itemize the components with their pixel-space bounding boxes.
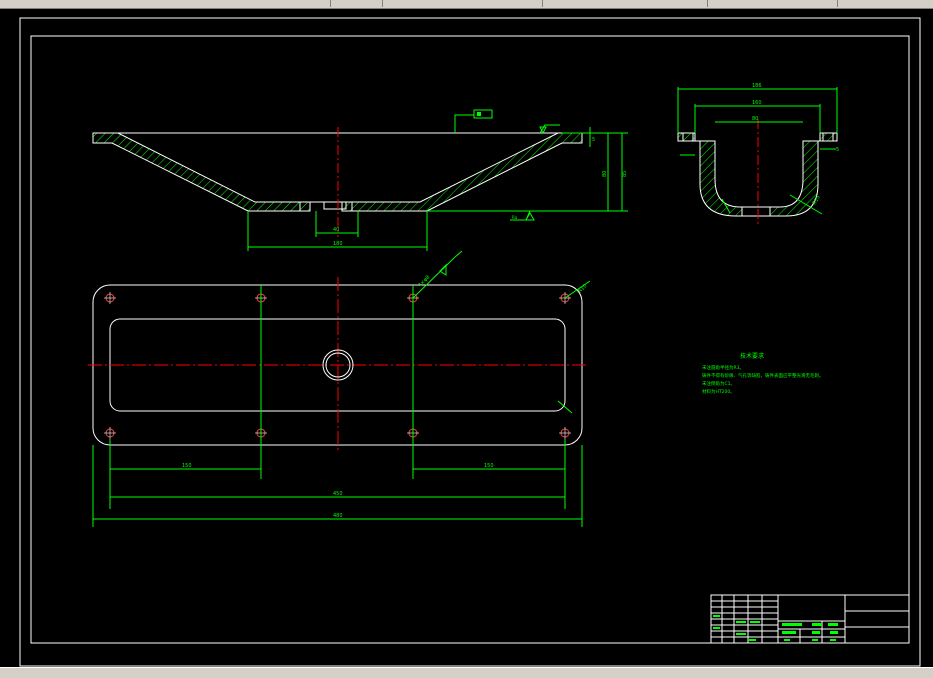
dim-flange-thk: 5: [592, 137, 595, 143]
left-wall-hatch: [92, 132, 301, 212]
tech-req-line: 未注倒角为C1。: [702, 380, 735, 387]
roughness-label: Ra: [512, 215, 518, 220]
corner-radius: R10: [577, 283, 588, 294]
side-section-view: 186 160 80 R15 5: [677, 83, 839, 224]
tech-req-line: 材料为HT200。: [702, 388, 735, 395]
tech-req-title: 技术要求: [740, 352, 764, 360]
inner-frame: [30, 35, 910, 644]
side-dim-wall: 5: [836, 147, 839, 153]
title-block: [710, 594, 910, 644]
drawing-canvas[interactable]: 85 80 5 180 40 Ra: [0, 9, 933, 677]
tech-req-line: 未注圆角半径为R3。: [702, 364, 744, 371]
dim-right-span: 150: [484, 463, 494, 469]
dim-overall: 480: [333, 513, 343, 519]
front-section-view: 85 80 5 180 40 Ra: [92, 109, 628, 251]
dim-height-total: 85: [622, 171, 628, 177]
plan-view: 150 150 450 480 4×φ8 R10: [88, 250, 591, 527]
tech-req-line: 铸件不得有砂眼、气孔等缺陷，铸件表面应平整光滑无毛刺。: [702, 372, 824, 379]
side-dim-bottom: 80: [752, 116, 758, 122]
technical-requirements: 技术要求 未注圆角半径为R3。 铸件不得有砂眼、气孔等缺陷，铸件表面应平整光滑无…: [702, 352, 824, 395]
dim-hole-width: 40: [333, 227, 339, 233]
status-strip: [0, 667, 933, 678]
side-dim-overall: 186: [752, 83, 762, 89]
center-hole: [322, 349, 354, 381]
dim-height-inner: 80: [602, 171, 608, 177]
hole-callout: 4×φ8: [417, 274, 431, 288]
toolbar-strip[interactable]: [0, 0, 933, 9]
dim-left-span: 150: [182, 463, 192, 469]
side-dim-inner: 160: [752, 100, 762, 106]
outer-frame: [19, 17, 921, 667]
dim-bottom-width: 180: [333, 241, 343, 247]
dim-pitch: 450: [333, 491, 343, 497]
side-dim-radius: R15: [812, 194, 822, 206]
right-wall-hatch: [351, 132, 583, 212]
